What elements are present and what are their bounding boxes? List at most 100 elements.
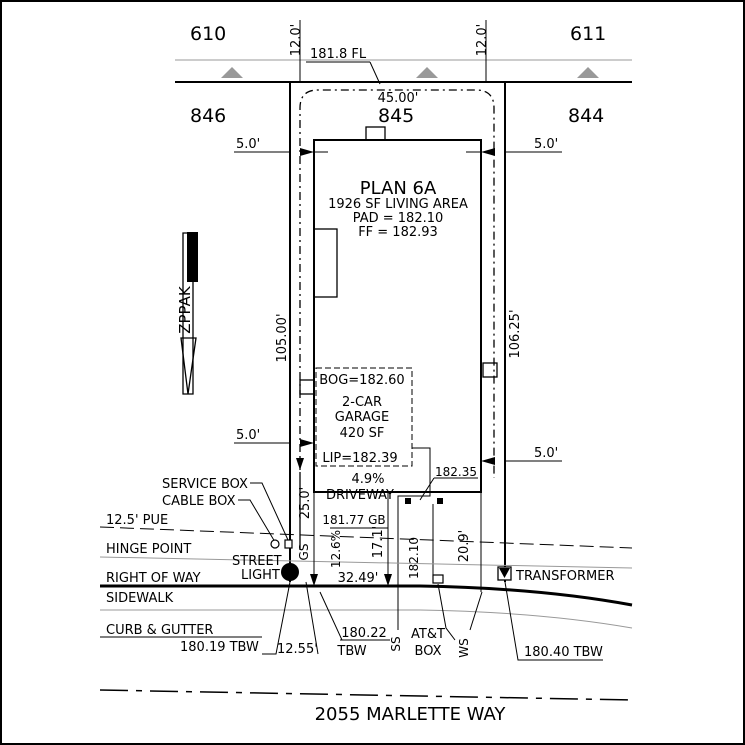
front-setback-label: 25.0' xyxy=(298,487,313,520)
front-width-label: 45.00' xyxy=(378,91,419,106)
easement-left-label: 12.0' xyxy=(289,24,304,57)
living-area: 1926 SF LIVING AREA xyxy=(328,197,468,212)
tbw-leader xyxy=(319,591,343,641)
ss-label: SS xyxy=(389,636,403,651)
lot-number-844: 844 xyxy=(568,105,604,127)
garage-bog: BOG=182.60 xyxy=(319,373,404,388)
arrow-icon xyxy=(300,148,314,156)
house-footprint xyxy=(313,139,482,493)
arrow-icon xyxy=(481,148,495,156)
lot-number-846: 846 xyxy=(190,105,226,127)
cable-box-icon xyxy=(270,539,280,549)
arrow-icon xyxy=(310,574,318,586)
ff-elevation: FF = 182.93 xyxy=(358,225,438,240)
transformer-symbol xyxy=(499,568,510,578)
frontage-label: 32.49' xyxy=(338,571,379,586)
grade-marker-icon xyxy=(577,67,599,78)
tbw-leader xyxy=(262,581,291,655)
north-arrow-label: ZPPAK xyxy=(176,285,194,334)
cable-box-label: CABLE BOX xyxy=(162,494,236,509)
lot-number-611: 611 xyxy=(570,23,606,45)
meter-icon xyxy=(437,498,443,504)
grade-marker-icon xyxy=(221,67,243,78)
tbw-leader xyxy=(504,581,603,661)
garage-outline xyxy=(315,367,413,467)
service-box-label: SERVICE BOX xyxy=(162,477,248,492)
side-bump-out xyxy=(313,228,338,298)
street-light-icon xyxy=(281,563,299,581)
fl-leader-line xyxy=(369,61,381,85)
driveway-edge xyxy=(397,447,431,592)
street-centerline xyxy=(99,689,633,701)
right-of-way-line xyxy=(100,584,633,607)
lot-number-845: 845 xyxy=(378,105,414,127)
front-17-label: 17.1' xyxy=(371,526,386,559)
curb-gutter-label: CURB & GUTTER xyxy=(106,623,213,638)
hinge-line xyxy=(99,556,633,569)
arrow-icon xyxy=(296,458,304,470)
service-box-leader xyxy=(250,482,289,541)
arrow-icon xyxy=(300,439,314,447)
driveway-label: DRIVEWAY xyxy=(326,488,394,503)
att-leader xyxy=(437,583,456,641)
garage-name-line1: 2-CAR xyxy=(342,395,382,410)
drainage-swale xyxy=(299,89,495,478)
grade-marker-icon xyxy=(416,67,438,78)
street-light-label-2: LIGHT xyxy=(241,568,280,583)
elev-leader-line xyxy=(419,477,435,501)
garage-name-line2: GARAGE xyxy=(335,410,389,425)
easement-right-label: 12.0' xyxy=(475,24,490,57)
setback-right-top: 5.0' xyxy=(534,137,558,152)
ws-label: WS xyxy=(457,638,471,657)
arrow-icon xyxy=(384,574,392,586)
lot-number-610: 610 xyxy=(190,23,226,45)
right-of-way-label: RIGHT OF WAY xyxy=(106,571,201,586)
arrow-icon xyxy=(481,457,495,465)
side-209-label: 20.9' xyxy=(457,530,472,563)
att-box-icon xyxy=(432,574,444,584)
dim-1255-leader xyxy=(305,581,319,655)
meter-icon xyxy=(405,498,411,504)
sidewalk-line xyxy=(100,609,633,629)
tbw-18019-label: 180.19 TBW xyxy=(180,640,259,655)
hinge-point-label: HINGE POINT xyxy=(106,542,191,557)
setback-right-bottom: 5.0' xyxy=(534,446,558,461)
plan-title: PLAN 6A xyxy=(360,178,437,199)
street-name: 2055 MARLETTE WAY xyxy=(315,704,507,725)
ws-leader xyxy=(469,591,483,631)
elev-18235-label: 182.35 xyxy=(435,465,477,479)
street-light-label-1: STREET xyxy=(232,554,282,569)
north-arrow-fill xyxy=(187,232,198,282)
tbw-18022-label-b: TBW xyxy=(336,644,366,659)
fl-elevation-label: 181.8 FL xyxy=(310,47,367,62)
setback-left-top: 5.0' xyxy=(236,137,260,152)
transformer-label: TRANSFORMER xyxy=(515,569,615,584)
att-label-2: BOX xyxy=(415,644,442,659)
pue-label: 12.5' PUE xyxy=(106,513,168,528)
service-box-icon xyxy=(284,539,293,549)
garage-area: 420 SF xyxy=(340,426,385,441)
pad-elevation: PAD = 182.10 xyxy=(353,211,444,226)
setback-left-bottom: 5.0' xyxy=(236,428,260,443)
gb-elevation-label: 181.77 GB xyxy=(322,513,385,527)
elev-18210-label: 182.10 xyxy=(407,537,421,579)
slope-pct-label: 12.6% xyxy=(329,530,343,568)
utility-box xyxy=(482,362,498,378)
utility-box xyxy=(299,379,315,395)
cable-box-leader xyxy=(238,499,276,543)
north-arrow-head xyxy=(180,337,197,395)
rear-bump-out xyxy=(365,126,386,141)
sidewalk-label: SIDEWALK xyxy=(106,591,174,606)
depth-right-label: 106.25' xyxy=(508,309,523,358)
depth-left-label: 105.00' xyxy=(275,313,290,362)
garage-lip: LIP=182.39 xyxy=(322,451,397,466)
tbw-18040-label: 180.40 TBW xyxy=(524,645,603,660)
driveway-slope: 4.9% xyxy=(351,472,384,487)
gs-label: GS xyxy=(297,544,311,561)
tbw-18022-label-a: 180.22 xyxy=(341,626,387,641)
pue-line xyxy=(99,526,633,549)
att-label-1: AT&T xyxy=(411,627,445,642)
dim-1255-label: 12.55' xyxy=(277,642,318,657)
